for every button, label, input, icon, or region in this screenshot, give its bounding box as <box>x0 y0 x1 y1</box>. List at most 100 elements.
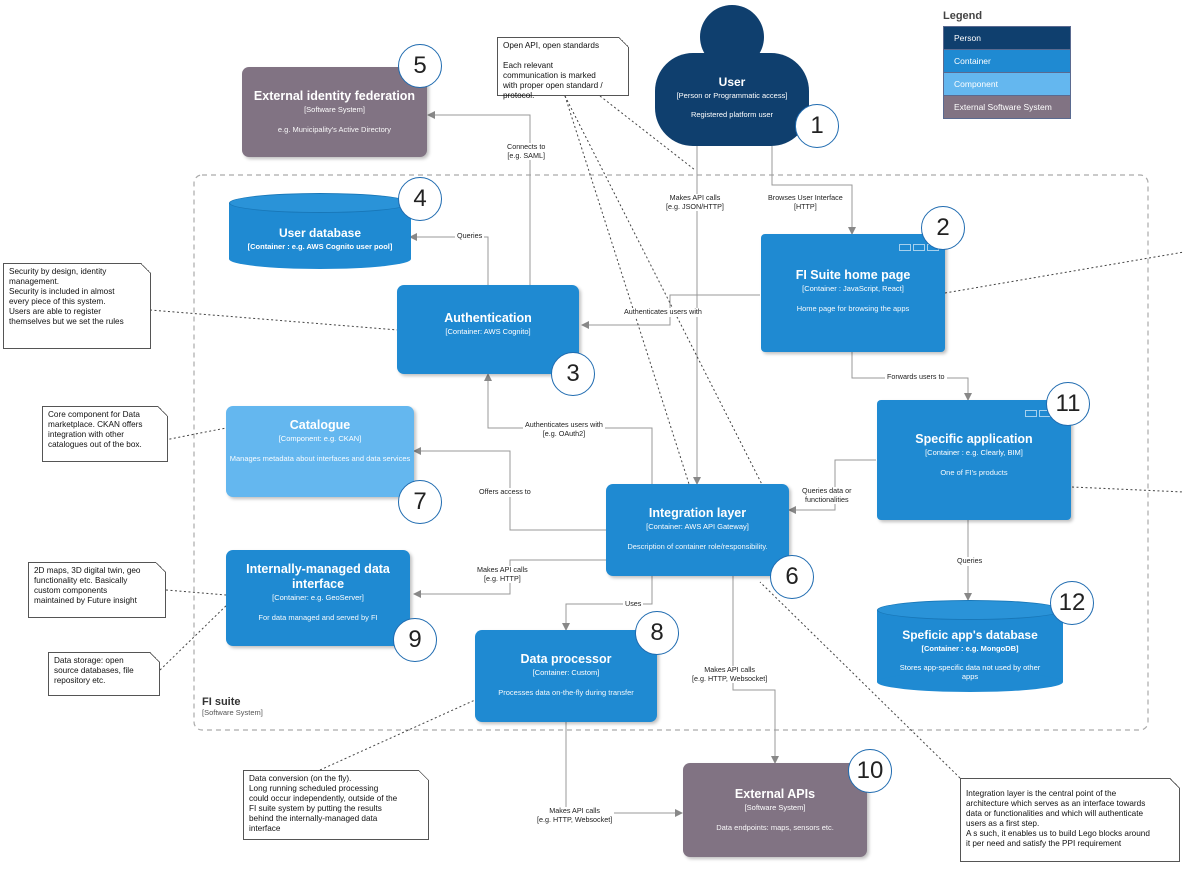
node-desc: For data managed and served by FI <box>258 613 378 622</box>
legend-title: Legend <box>943 10 983 22</box>
user-node[interactable]: User [Person or Programmatic access] Reg… <box>655 53 809 146</box>
badge-10: 10 <box>848 749 892 793</box>
note-data-conversion: Data conversion (on the fly).Long runnin… <box>243 770 429 840</box>
note-link-openapi-c <box>599 95 696 171</box>
node-tech: [Container : e.g. AWS Cognito user pool] <box>247 242 393 251</box>
node-tech: [Software System] <box>744 803 806 812</box>
node-tech: [Container: Custom] <box>532 668 600 677</box>
badge-4: 4 <box>398 177 442 221</box>
node-tech: [Container : e.g. Clearly, BIM] <box>925 448 1023 457</box>
node-title: Authentication <box>444 311 532 325</box>
boundary-title: FI suite <box>202 696 241 708</box>
edge-label-auth-home: Authenticates users with <box>622 307 704 317</box>
badge-3: 3 <box>551 352 595 396</box>
node-tech: [Container : JavaScript, React] <box>802 284 904 293</box>
home-page-node[interactable]: FI Suite home page [Container : JavaScri… <box>761 234 945 352</box>
fi-suite-boundary <box>193 174 1149 731</box>
note-link-storage <box>159 599 233 671</box>
node-title: FI Suite home page <box>795 268 911 282</box>
node-tech: [Container: e.g. GeoServer] <box>272 593 364 602</box>
edge-label-forwards: Forwards users to <box>885 372 947 382</box>
edge-label-user-apicalls: Makes API calls[e.g. JSON/HTTP] <box>664 193 726 211</box>
badge-2: 2 <box>921 206 965 250</box>
badge-8: 8 <box>635 611 679 655</box>
note-link-integ <box>759 581 961 779</box>
authentication-node[interactable]: Authentication [Container: AWS Cognito] <box>397 285 579 374</box>
edge-label-ext-apicalls-2: Makes API calls[e.g. HTTP, Websocket] <box>535 806 615 824</box>
boundary-label: FI suite [Software System] <box>202 696 263 717</box>
user-database-node[interactable]: User database [Container : e.g. AWS Cogn… <box>229 193 411 269</box>
legend-person: Person <box>943 26 1071 50</box>
node-tech: [Software System] <box>304 105 365 114</box>
external-apis-node[interactable]: External APIs [Software System] Data end… <box>683 763 867 857</box>
node-tech: [Person or Programmatic access] <box>676 91 788 100</box>
edge-label-queries-userdb: Queries <box>455 231 485 241</box>
edge-label-uses: Uses <box>623 599 644 609</box>
node-title: Integration layer <box>648 506 747 520</box>
edge-integ-processor <box>562 576 653 631</box>
boundary-subtitle: [Software System] <box>202 708 263 717</box>
node-title: Specific application <box>915 432 1033 446</box>
edge-specific-integ <box>788 459 876 514</box>
legend: Legend Person Container Component Extern… <box>943 10 1071 119</box>
badge-7: 7 <box>398 480 442 524</box>
badge-5: 5 <box>398 44 442 88</box>
note-link-specific-right <box>1071 486 1184 493</box>
node-desc: Registered platform user <box>690 110 774 119</box>
legend-container: Container <box>943 50 1071 73</box>
external-identity-node[interactable]: External identity federation [Software S… <box>242 67 427 157</box>
badge-12: 12 <box>1050 581 1094 625</box>
app-database-node[interactable]: Speficic app's database [Container : e.g… <box>877 600 1063 692</box>
badge-9: 9 <box>393 618 437 662</box>
edge-label-internal-apicalls: Makes API calls[e.g. HTTP] <box>475 565 530 583</box>
note-integration-layer: Integration layer is the central point o… <box>960 778 1180 862</box>
node-title: User <box>718 75 746 89</box>
node-title: Data processor <box>520 652 612 666</box>
integration-layer-node[interactable]: Integration layer [Container: AWS API Ga… <box>606 484 789 576</box>
data-processor-node[interactable]: Data processor [Container: Custom] Proce… <box>475 630 657 722</box>
edge-integ-extapi <box>732 576 779 764</box>
node-title: Speficic app's database <box>902 628 1038 642</box>
catalogue-node[interactable]: Catalogue [Component: e.g. CKAN] Manages… <box>226 406 414 497</box>
internal-data-interface-node[interactable]: Internally-managed data interface [Conta… <box>226 550 410 646</box>
edge-label-connects: Connects to[e.g. SAML] <box>505 142 548 160</box>
specific-application-node[interactable]: Specific application [Container : e.g. C… <box>877 400 1071 520</box>
legend-component: Component <box>943 73 1071 96</box>
legend-external: External Software System <box>943 96 1071 119</box>
node-desc: Home page for browsing the apps <box>796 304 910 313</box>
badge-6: 6 <box>770 555 814 599</box>
edge-processor-extapi <box>565 722 683 817</box>
node-title: External APIs <box>734 787 816 801</box>
note-link-maps <box>165 589 227 596</box>
note-link-conversion <box>319 699 476 771</box>
edge-auth-userdb <box>409 233 489 285</box>
node-desc: Description of container role/responsibi… <box>627 542 768 551</box>
edge-label-ext-apicalls-1: Makes API calls[e.g. HTTP, Websocket] <box>690 665 770 683</box>
edge-label-browses: Browses User Interface[HTTP] <box>766 193 845 211</box>
edge-auth-extid <box>427 111 531 285</box>
node-tech: [Component: e.g. CKAN] <box>278 434 362 443</box>
node-tech: [Container: AWS API Gateway] <box>646 522 749 531</box>
node-desc: One of FI's products <box>940 468 1008 477</box>
note-link-core <box>164 427 227 441</box>
node-desc: Stores app-specific data not used by oth… <box>899 663 1041 681</box>
edge-label-queries-appdb: Queries <box>955 556 985 566</box>
node-title: Catalogue <box>289 418 351 432</box>
node-title: External identity federation <box>253 89 416 103</box>
node-desc: Data endpoints: maps, sensors etc. <box>716 823 834 832</box>
node-title: Internally-managed data interface <box>246 562 390 591</box>
node-desc: e.g. Municipality's Active Directory <box>277 125 392 134</box>
edge-label-auth-integ: Authenticates users with[e.g. OAuth2] <box>523 420 605 438</box>
node-desc: Processes data on-the-fly during transfe… <box>498 688 634 697</box>
node-desc: Manages metadata about interfaces and da… <box>229 454 411 463</box>
badge-11: 11 <box>1046 382 1090 426</box>
badge-1: 1 <box>795 104 839 148</box>
note-link-security <box>149 309 399 331</box>
note-link-openapi-b <box>564 95 781 521</box>
edge-user-home <box>771 146 856 235</box>
